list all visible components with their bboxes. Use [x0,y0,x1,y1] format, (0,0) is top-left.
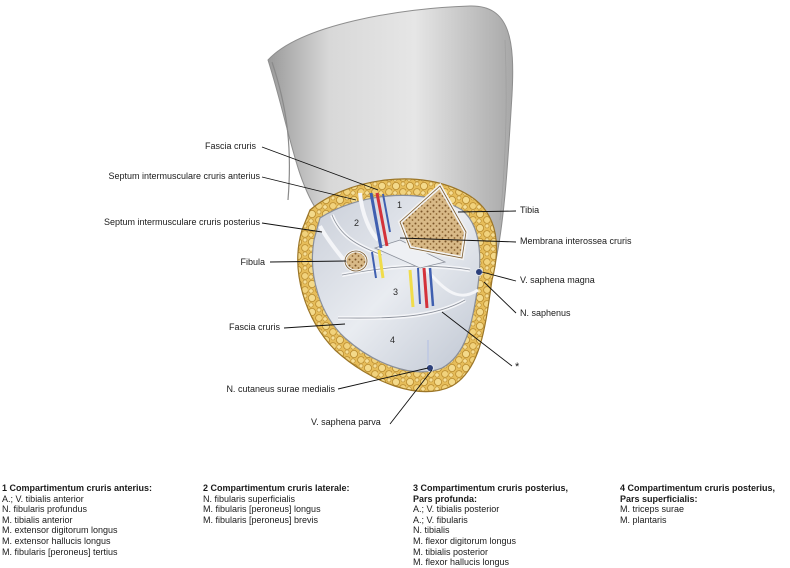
compartment-4-number: 4 [390,335,395,345]
legend-item: N. fibularis profundus [2,504,88,515]
label-tibia: Tibia [520,205,540,215]
legend-item: A.; V. fibularis [413,514,468,525]
legend-item: A.; V. tibialis anterior [2,493,84,504]
legend-item: M. tibialis posterior [413,546,489,557]
compartment-3-number: 3 [393,287,398,297]
legend-item: M. tibialis anterior [2,514,73,525]
legend-item: M. fibularis [peroneus] brevis [203,514,319,525]
label-fascia-cruris-left: Fascia cruris [228,322,280,332]
compartment-2-number: 2 [354,218,359,228]
legend-item: A.; V. tibialis posterior [413,504,500,515]
legend-item: M. flexor digitorum longus [413,535,517,546]
legend-compartment-2: 2 Compartimentum cruris laterale: N. fib… [203,483,350,525]
legend-title: 2 Compartimentum cruris laterale: [203,483,350,493]
legend-title: Pars superficialis: [620,493,698,504]
legend-item: M. flexor hallucis longus [413,557,510,568]
legend-item: M. plantaris [620,514,667,525]
legend-item: M. triceps surae [620,504,685,515]
label-n-cutaneus-surae-medialis: N. cutaneus surae medialis [226,384,335,394]
compartment-1-number: 1 [397,200,402,210]
label-fibula: Fibula [240,257,265,267]
legend-compartment-3: 3 Compartimentum cruris posterius, Pars … [413,483,568,568]
legend-compartment-4: 4 Compartimentum cruris posterius, Pars … [620,483,775,525]
legend-item: N. tibialis [413,525,450,536]
label-fascia-cruris-top: Fascia cruris [204,141,256,151]
legend-item: M. extensor hallucis longus [2,535,111,546]
legend-title: 4 Compartimentum cruris posterius, [620,483,776,493]
label-v-saphena-parva: V. saphena parva [311,417,381,427]
legend-title: 1 Compartimentum cruris anterius: [2,483,153,493]
label-membrana-interossea: Membrana interossea cruris [520,236,632,246]
label-septum-anterius: Septum intermusculare cruris anterius [108,171,260,181]
leg-cross-section-illustration: 1 2 3 4 [261,5,517,425]
legend-title: Pars profunda: [413,493,478,504]
legend-item: M. extensor digitorum longus [2,525,118,536]
legend-item: M. fibularis [peroneus] longus [203,504,321,515]
label-asterisk: * [515,361,520,373]
leader-lines [261,146,517,425]
label-septum-posterius: Septum intermusculare cruris posterius [103,217,260,227]
label-v-saphena-magna: V. saphena magna [520,275,595,285]
label-n-saphenus: N. saphenus [520,308,571,318]
legend-item: N. fibularis superficialis [203,493,296,504]
legend-title: 3 Compartimentum cruris posterius, [413,483,569,493]
legend-item: M. fibularis [peroneus] tertius [2,546,118,557]
legend-compartment-1: 1 Compartimentum cruris anterius: A.; V.… [2,483,152,557]
